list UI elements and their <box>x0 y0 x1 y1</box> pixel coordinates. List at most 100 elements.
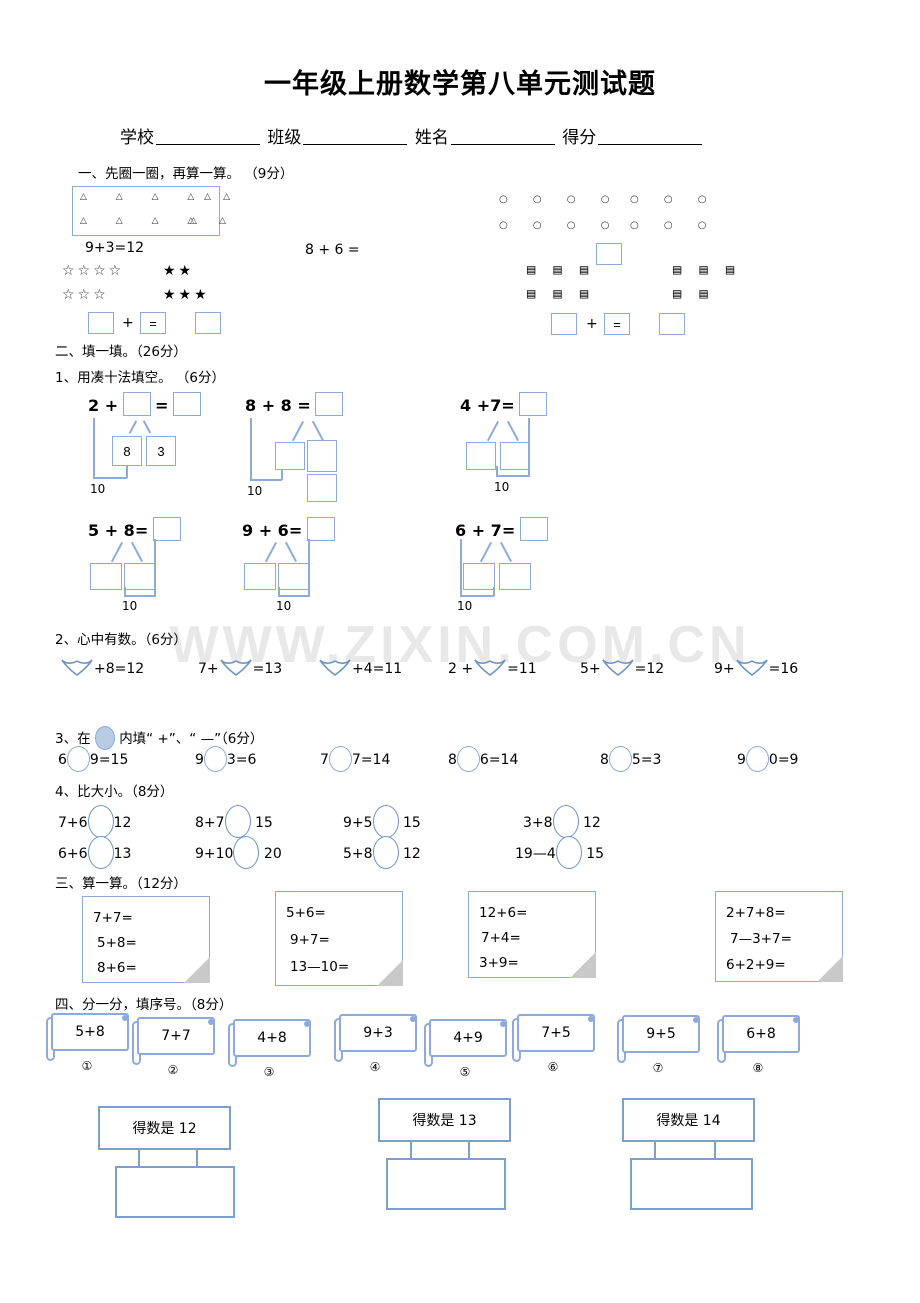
q4-oval-r2-3[interactable] <box>372 836 399 869</box>
tree-1-result-box[interactable] <box>172 392 201 416</box>
name-blank[interactable] <box>450 144 555 145</box>
heart-icon[interactable] <box>473 658 507 677</box>
heart-item-5-after: =12 <box>634 661 665 677</box>
star-box-1[interactable] <box>88 312 114 334</box>
tree-3-result-box[interactable] <box>519 392 548 416</box>
q4-oval-r1-3[interactable] <box>372 805 399 838</box>
q4-oval-r2-4[interactable] <box>555 836 582 869</box>
tree-4-result-box[interactable] <box>152 517 181 541</box>
q4-r1-i3-left: 9+5 <box>343 815 373 831</box>
tree-1-box-a[interactable]: 8 <box>112 436 142 466</box>
tree-6-box-b[interactable] <box>499 563 531 590</box>
q3-oval-3[interactable] <box>328 746 352 772</box>
tree-2-box-a[interactable] <box>275 442 305 470</box>
answer-group-1-box[interactable] <box>115 1166 235 1218</box>
section2-q1-heading: 1、用凑十法填空。 （6分） <box>55 370 225 386</box>
name-label: 姓名 <box>414 128 449 148</box>
answer-group-1-stem-left <box>138 1150 140 1167</box>
q3-item-2-right: 3=6 <box>226 752 257 768</box>
banner-7-knob <box>693 1017 699 1023</box>
q3-oval-4[interactable] <box>456 746 480 772</box>
stars-row1-solid: ★★ <box>163 262 195 278</box>
star-box-equals[interactable]: = <box>140 312 166 334</box>
calc-card-1[interactable]: 7+7= 5+8= 8+6= <box>82 896 210 983</box>
heart-item-6-after: =16 <box>768 661 799 677</box>
q4-row2-item-4: 19—4 15 <box>515 836 604 869</box>
school-label: 学校 <box>120 128 154 148</box>
tree-4-box-b[interactable] <box>124 563 156 590</box>
tree-2-box-b[interactable] <box>307 440 337 472</box>
q4-oval-r2-2[interactable] <box>233 836 260 869</box>
heart-icon[interactable] <box>318 658 352 677</box>
answer-group-1-stem-right <box>196 1150 198 1167</box>
tree-6-box-a[interactable] <box>463 563 495 590</box>
tree-6-result-box[interactable] <box>519 517 548 541</box>
q3-oval-1[interactable] <box>66 746 90 772</box>
tree-6-branch-right <box>499 541 512 563</box>
calc-card-3[interactable]: 12+6= 7+4= 3+9= <box>468 891 596 978</box>
tree-2-branch-right <box>311 420 324 442</box>
banner-1-number: ① <box>81 1059 93 1073</box>
calc-card-3-line-1: 12+6= <box>479 905 528 921</box>
tree-3-ten-horiz <box>496 475 530 477</box>
q4-row2-item-3: 5+8 12 <box>343 836 421 869</box>
tree-1-sum-box[interactable] <box>122 392 151 416</box>
tree-4-box-a[interactable] <box>90 563 122 590</box>
tree-1-box-b[interactable]: 3 <box>146 436 176 466</box>
comb-box-equals[interactable]: = <box>604 313 630 335</box>
q3-item-6-right: 0=9 <box>768 752 799 768</box>
tree-2-box-c[interactable] <box>307 474 337 502</box>
tree-3-ten-tick <box>496 466 498 476</box>
tree-3-expr: 4 +7= <box>460 396 515 415</box>
heart-item-4-after: =11 <box>507 661 537 677</box>
q4-oval-r1-1[interactable] <box>87 805 114 838</box>
banner-5-expr: 4+9 <box>429 1019 507 1057</box>
answer-group-2-stem-left <box>410 1142 412 1159</box>
heart-icon[interactable] <box>735 658 769 677</box>
q4-oval-r1-2[interactable] <box>224 805 251 838</box>
tree-5-box-a[interactable] <box>244 563 276 590</box>
tree-2-ten-tick <box>281 469 283 480</box>
q4-oval-r1-4[interactable] <box>552 805 579 838</box>
banner-1-expr: 5+8 <box>51 1013 129 1051</box>
answer-group-2-box[interactable] <box>386 1158 506 1210</box>
q4-r1-i1-right: 12 <box>113 815 132 831</box>
q3-oval-5[interactable] <box>608 746 632 772</box>
circles-right-row2: ○ ○ ○ <box>630 220 718 231</box>
answer-box-top[interactable] <box>596 243 622 265</box>
comb-box-3[interactable] <box>659 313 685 335</box>
q3-oval-2[interactable] <box>203 746 227 772</box>
answer-group-3-box[interactable] <box>630 1158 753 1210</box>
heart-icon[interactable] <box>601 658 635 677</box>
student-info-line: 学校 班级 姓名 得分 <box>0 123 920 148</box>
tree-5-result-box[interactable] <box>306 517 335 541</box>
banner-4-knob <box>410 1016 416 1022</box>
tree-3-box-a[interactable] <box>466 442 496 470</box>
calc-card-4[interactable]: 2+7+8= 7—3+7= 6+2+9= <box>715 891 843 982</box>
tree-4-ten-vert <box>154 539 156 596</box>
school-blank[interactable] <box>156 144 260 145</box>
tree-2-result-box[interactable] <box>315 392 344 416</box>
tree-5-box-b[interactable] <box>278 563 310 590</box>
score-blank[interactable] <box>598 144 703 145</box>
heart-icon[interactable] <box>219 658 253 677</box>
heart-item-5-before: 5+ <box>580 661 601 677</box>
calc-card-2[interactable]: 5+6= 9+7= 13—10= <box>275 891 403 986</box>
heart-item-3: +4=11 <box>318 658 402 677</box>
q4-oval-r2-1[interactable] <box>87 836 114 869</box>
q4-row1-item-2: 8+7 15 <box>195 805 273 838</box>
comb-box-1[interactable] <box>551 313 577 335</box>
tree-3-box-b[interactable] <box>500 442 530 470</box>
class-blank[interactable] <box>303 144 408 145</box>
q4-r2-i1-right: 13 <box>113 846 132 862</box>
q4-r1-i1-left: 7+6 <box>58 815 88 831</box>
q3-oval-6[interactable] <box>745 746 769 772</box>
circles-left-row1: ○ ○ ○ ○ <box>499 194 621 205</box>
heart-icon[interactable] <box>60 658 94 677</box>
tree-5-expr: 9 + 6= <box>242 521 303 540</box>
star-box-3[interactable] <box>195 312 221 334</box>
